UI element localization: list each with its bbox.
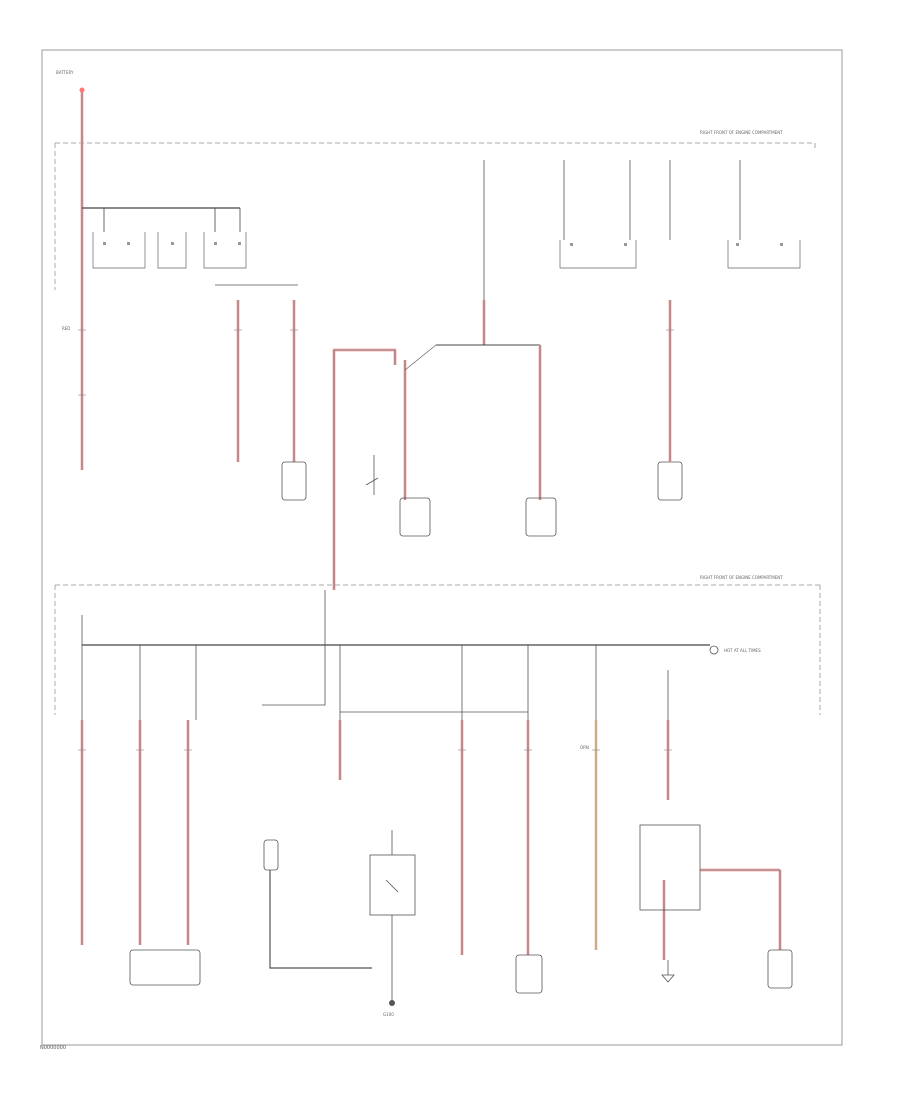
component-box-relay-module <box>639 824 701 911</box>
relay-5 <box>727 240 801 269</box>
connector-ticks <box>78 329 674 751</box>
top-fusebox-outline <box>54 142 815 290</box>
battery-label: BATTERY <box>56 70 74 75</box>
component-switch-box <box>369 854 416 916</box>
component-box-center <box>399 497 431 537</box>
mid-red-wires <box>80 720 782 960</box>
mid-fusebox-outline <box>54 584 821 715</box>
top-section-label: RIGHT FRONT OF ENGINE COMPARTMENT <box>700 130 783 135</box>
component-box-fuel-module <box>525 497 557 537</box>
ground-symbol-mid <box>709 645 719 655</box>
ground-label: G100 <box>383 1012 394 1017</box>
wire-color-label: RED <box>62 326 71 331</box>
footer-code: N0000000 <box>40 1045 67 1051</box>
relay-1 <box>92 232 146 269</box>
relay-2 <box>157 232 187 269</box>
ground-symbol-right <box>661 960 675 983</box>
relay-4 <box>559 240 637 269</box>
component-box-module <box>515 954 543 994</box>
component-box-right <box>767 949 793 989</box>
component-box-fuel-pump <box>657 461 683 501</box>
component-box-1 <box>281 461 307 501</box>
diagram-frame <box>41 49 843 1046</box>
component-box-electronic <box>129 949 201 986</box>
battery-terminal <box>79 87 85 93</box>
mid-section-label: RIGHT FRONT OF ENGINE COMPARTMENT <box>700 575 783 580</box>
ground-g100 <box>389 1000 395 1006</box>
center-loop-wire <box>332 348 397 590</box>
component-box-small <box>263 839 279 871</box>
relay-3 <box>203 232 247 269</box>
wire-color-label-orn: ORN <box>580 745 589 750</box>
legend-label: HOT AT ALL TIMES <box>724 648 761 653</box>
